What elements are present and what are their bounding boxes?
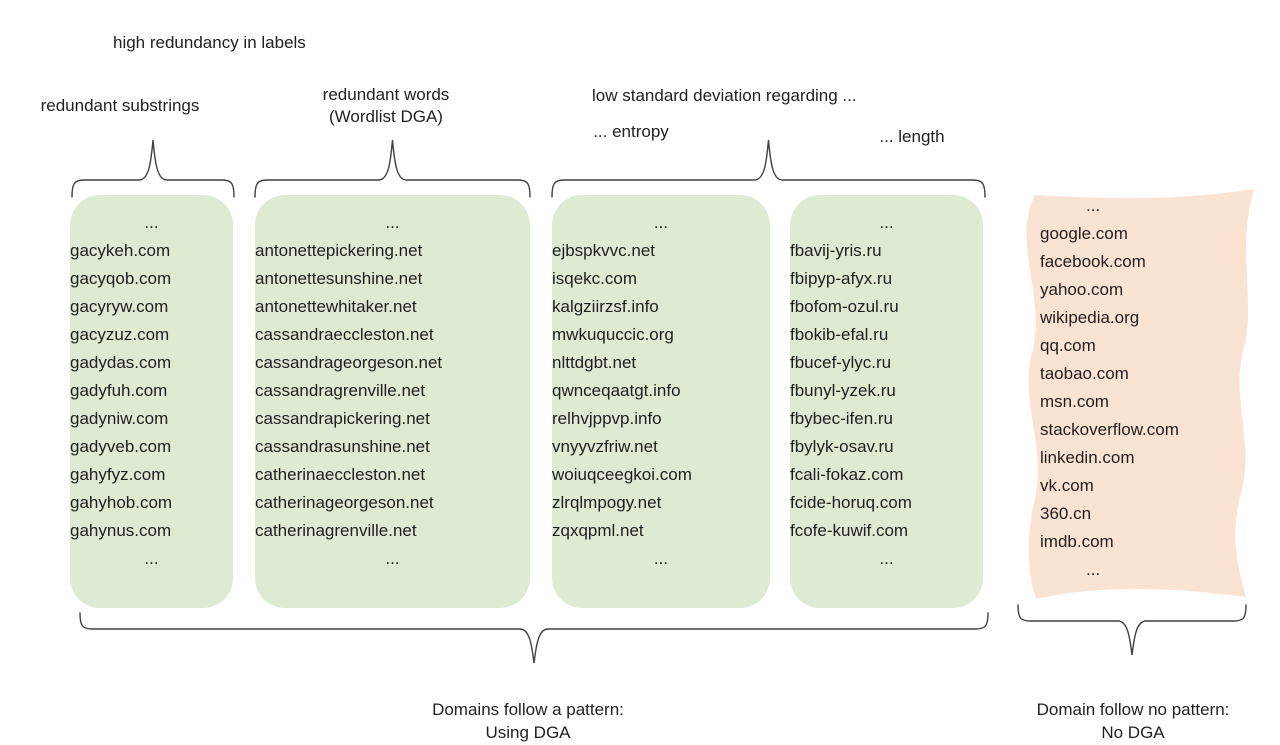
ellipsis-top: ...	[653, 213, 669, 232]
domain-item: catherinagrenville.net	[255, 521, 417, 540]
ellipsis-bottom: ...	[879, 549, 894, 568]
domain-item: cassandrasunshine.net	[255, 437, 430, 456]
domain-item: kalgziirzsf.info	[552, 297, 659, 316]
domain-item: antonettesunshine.net	[255, 269, 423, 288]
brace-top-substrings	[71, 139, 235, 198]
domain-list-entropy: ... ejbspkvvc.net isqekc.com kalgziirzsf.i…	[552, 209, 770, 573]
domain-item: ejbspkvvc.net	[552, 241, 655, 260]
brace-bottom-nodga	[1017, 604, 1247, 656]
dga-box-wordlist: ... antonettepickering.net antonettesunsh…	[255, 195, 530, 608]
domain-list-substrings: ... gacykeh.com gacyqob.com gacyryw.com gac…	[70, 209, 233, 573]
domain-item: cassandrapickering.net	[255, 409, 430, 428]
label-redundant-words-line1: redundant words	[322, 85, 450, 104]
domain-item: gadyniw.com	[70, 409, 169, 428]
ellipsis-top: ...	[879, 213, 894, 232]
domain-item: antonettepickering.net	[255, 241, 423, 260]
domain-item: fcali-fokaz.com	[790, 465, 904, 484]
ellipsis-bottom: ...	[385, 549, 400, 568]
domain-item: facebook.com	[1040, 252, 1146, 271]
caption-no-dga-line2: No DGA	[1101, 723, 1165, 742]
domain-item: yahoo.com	[1040, 280, 1124, 299]
caption-using-dga-line2: Using DGA	[485, 723, 571, 742]
ellipsis-bottom: ...	[653, 549, 669, 568]
domain-item: linkedin.com	[1040, 448, 1135, 467]
domain-item: catherinageorgeson.net	[255, 493, 434, 512]
domain-item: cassandraeccleston.net	[255, 325, 434, 344]
domain-item: vnyyvzfriw.net	[552, 437, 658, 456]
caption-using-dga: Domains follow a pattern: Using DGA	[378, 698, 678, 744]
label-low-std-deviation: low standard deviation regarding ...	[592, 86, 857, 105]
domain-item: imdb.com	[1040, 532, 1114, 551]
benign-box-wave-shape	[1026, 189, 1254, 599]
domain-item: taobao.com	[1040, 364, 1129, 383]
domain-item: gadyveb.com	[70, 437, 172, 456]
ellipsis-top: ...	[385, 213, 400, 232]
domain-item: zqxqpml.net	[552, 521, 644, 540]
domain-item: fbofom-ozul.ru	[790, 297, 899, 316]
domain-item: fcide-horuq.com	[790, 493, 912, 512]
domain-item: fbavij-yris.ru	[790, 241, 882, 260]
brace-top-wordlist	[254, 139, 531, 198]
label-redundant-substrings: redundant substrings	[40, 96, 200, 115]
domain-item: cassandragrenville.net	[255, 381, 426, 400]
ellipsis-bottom: ...	[144, 549, 159, 568]
domain-item: wikipedia.org	[1040, 308, 1140, 327]
domain-item: gadyfuh.com	[70, 381, 168, 400]
domain-item: gahynus.com	[70, 521, 172, 540]
domain-item: stackoverflow.com	[1040, 420, 1179, 439]
top-note-high-redundancy: high redundancy in labels	[113, 33, 306, 52]
domain-item: gadydas.com	[70, 353, 172, 372]
domain-item: isqekc.com	[552, 269, 638, 288]
domain-item: 360.cn	[1040, 504, 1092, 523]
domain-item: gacyryw.com	[70, 297, 169, 316]
brace-bottom-dga	[79, 612, 989, 664]
ellipsis-top: ...	[144, 213, 159, 232]
domain-item: msn.com	[1040, 392, 1109, 411]
domain-item: fbokib-efal.ru	[790, 325, 889, 344]
domain-item: google.com	[1040, 224, 1128, 243]
label-redundant-words: redundant words (Wordlist DGA)	[286, 84, 486, 128]
dga-box-length: ... fbavij-yris.ru fbipyp-afyx.ru fbofom-o…	[790, 195, 983, 608]
domain-item: antonettewhitaker.net	[255, 297, 417, 316]
domain-item: fcofe-kuwif.com	[790, 521, 909, 540]
label-entropy: ... entropy	[593, 122, 669, 141]
ellipsis-top: ...	[1086, 196, 1101, 215]
domain-item: gahyfyz.com	[70, 465, 166, 484]
domain-item: qq.com	[1040, 336, 1096, 355]
domain-item: zlrqlmpogy.net	[552, 493, 662, 512]
domain-item: fbucef-ylyc.ru	[790, 353, 892, 372]
domain-list-wordlist: ... antonettepickering.net antonettesunsh…	[255, 209, 530, 573]
domain-item: nlttdgbt.net	[552, 353, 637, 372]
caption-no-dga: Domain follow no pattern: No DGA	[1008, 698, 1258, 744]
ellipsis-bottom: ...	[1086, 560, 1101, 579]
domain-item: cassandrageorgeson.net	[255, 353, 443, 372]
domain-item: fbipyp-afyx.ru	[790, 269, 893, 288]
benign-domain-list: ... google.com facebook.com yahoo.com wikip…	[1040, 192, 1232, 584]
domain-item: catherinaeccleston.net	[255, 465, 426, 484]
domain-item: vk.com	[1040, 476, 1094, 495]
domain-item: gacyzuz.com	[70, 325, 170, 344]
domain-item: qwnceqaatgt.info	[552, 381, 681, 400]
domain-item: fbunyl-yzek.ru	[790, 381, 896, 400]
domain-item: relhvjppvp.info	[552, 409, 662, 428]
domain-item: gahyhob.com	[70, 493, 173, 512]
domain-item: woiuqceegkoi.com	[552, 465, 692, 484]
label-redundant-words-line2: (Wordlist DGA)	[329, 107, 443, 126]
label-length: ... length	[879, 127, 945, 146]
domain-list-length: ... fbavij-yris.ru fbipyp-afyx.ru fbofom-o…	[790, 209, 983, 573]
domain-item: fbybec-ifen.ru	[790, 409, 893, 428]
domain-item: fbylyk-osav.ru	[790, 437, 894, 456]
brace-top-low-std	[551, 139, 986, 198]
domain-item: mwkuquccic.org	[552, 325, 674, 344]
caption-using-dga-line1: Domains follow a pattern:	[432, 700, 624, 719]
dga-box-entropy: ... ejbspkvvc.net isqekc.com kalgziirzsf.i…	[552, 195, 770, 608]
dga-box-redundant-substrings: ... gacykeh.com gacyqob.com gacyryw.com gac…	[70, 195, 233, 608]
domain-item: gacyqob.com	[70, 269, 172, 288]
domain-item: gacykeh.com	[70, 241, 171, 260]
caption-no-dga-line1: Domain follow no pattern:	[1036, 700, 1230, 719]
